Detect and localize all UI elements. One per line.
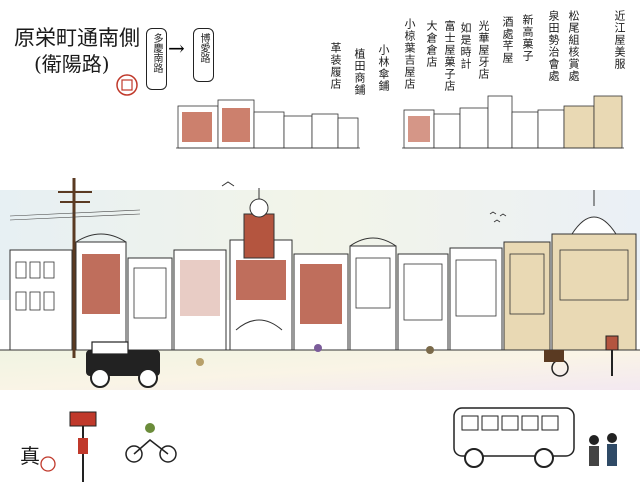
- building-4: [173, 249, 227, 351]
- shop-label-left-2: 革装履店: [329, 42, 342, 90]
- shop-label-left-0: 小林傘鋪: [377, 44, 390, 92]
- walking-couple: [589, 433, 617, 466]
- shop-label-7: 富士屋菓子店: [443, 20, 456, 92]
- pedestrian-icon: [426, 346, 434, 354]
- utility-pole: [9, 178, 141, 358]
- shop-label-4: 酒處芊屋: [501, 16, 514, 64]
- building-3: [127, 257, 173, 351]
- shop-label-8: 大倉倉店: [425, 20, 438, 68]
- shop-label-6: 如是時計: [459, 22, 472, 70]
- pedestrian-icon: [196, 358, 204, 366]
- thumbnail-right-buildings: [402, 95, 624, 149]
- old-street-name-text: 多慶南路: [151, 33, 162, 73]
- shop-label-2: 泉田勢治會處: [547, 10, 560, 82]
- building-6: [293, 253, 349, 351]
- artist-seal-icon: [40, 456, 56, 472]
- motorcycle-rider: [125, 423, 177, 463]
- old-street-name: 多慶南路: [146, 28, 167, 90]
- building-10: [503, 241, 551, 351]
- shop-label-left-1: 植田商鋪: [353, 48, 366, 96]
- pedestrian-icon: [314, 344, 322, 352]
- new-street-name-text: 博愛路: [198, 33, 209, 63]
- building-2: [75, 233, 127, 351]
- shop-label-1: 松尾組核賞處: [567, 10, 580, 82]
- tower-building: [229, 188, 293, 351]
- shop-label-3: 新高菓子: [521, 14, 534, 62]
- page-title: 原栄町通南側: [14, 22, 140, 52]
- building-1: [9, 249, 73, 351]
- shop-label-0: 近江屋美服: [613, 10, 626, 70]
- bird-flock-icon: [489, 211, 507, 223]
- street-lamp: [605, 335, 619, 376]
- building-8: [397, 253, 449, 351]
- domed-building: [551, 190, 637, 351]
- red-seal-icon: [116, 74, 138, 96]
- artist-signature: 真: [20, 444, 40, 468]
- thumbnail-left-buildings: [176, 99, 360, 149]
- title-line-2: (衛陽路): [34, 52, 110, 76]
- vintage-bus: [453, 407, 575, 468]
- building-7: [349, 237, 397, 351]
- rickshaw: [544, 350, 569, 377]
- shop-label-9: 小椋葉吉屋店: [403, 18, 416, 90]
- vintage-car: [86, 341, 160, 388]
- page-subtitle: (衛陽路): [34, 48, 110, 77]
- shop-label-5: 光華屋牙店: [477, 20, 490, 80]
- street-scene: [0, 178, 640, 482]
- building-9: [449, 247, 503, 351]
- sign-post: [69, 411, 97, 482]
- new-street-name: 博愛路: [193, 28, 214, 82]
- arrow-right-icon: →: [168, 36, 185, 60]
- bird-icon: [221, 181, 235, 187]
- title-line-1: 原栄町通南側: [14, 26, 140, 50]
